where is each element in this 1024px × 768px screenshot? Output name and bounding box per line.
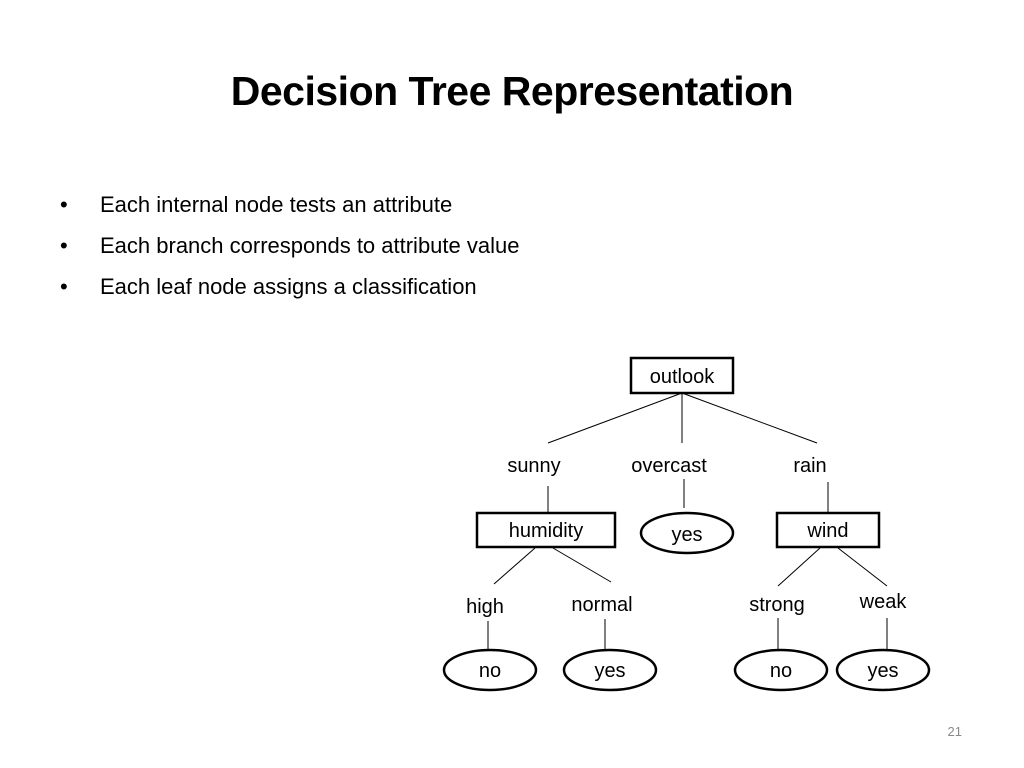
leaf-overcast-label: yes xyxy=(671,524,702,546)
branch-label-weak: weak xyxy=(859,591,908,613)
bullet-list: Each internal node tests an attribute Ea… xyxy=(60,184,519,307)
node-wind: wind xyxy=(775,511,881,549)
edge-humidity-normal xyxy=(552,547,612,583)
bullet-item: Each branch corresponds to attribute val… xyxy=(60,225,519,266)
branch-label-normal: normal xyxy=(571,594,632,616)
node-outlook: outlook xyxy=(629,356,735,395)
leaf-strong-label: no xyxy=(770,660,792,682)
branch-label-overcast: overcast xyxy=(631,455,707,477)
leaf-overcast-yes: yes xyxy=(639,511,735,555)
branch-label-rain: rain xyxy=(793,455,826,477)
node-humidity-label: humidity xyxy=(509,520,583,542)
edge-wind-strong xyxy=(777,547,821,587)
leaf-weak-yes: yes xyxy=(835,648,931,692)
leaf-high-label: no xyxy=(479,660,501,682)
branch-label-sunny: sunny xyxy=(507,455,560,477)
edge-humidity-high xyxy=(493,547,536,585)
leaf-strong-no: no xyxy=(733,648,829,692)
tree-edges xyxy=(487,392,888,649)
leaf-high-no: no xyxy=(442,648,538,692)
leaf-normal-label: yes xyxy=(594,660,625,682)
node-humidity: humidity xyxy=(475,511,617,549)
bullet-item: Each internal node tests an attribute xyxy=(60,184,519,225)
node-outlook-label: outlook xyxy=(650,366,715,388)
leaf-weak-label: yes xyxy=(867,660,898,682)
edge-wind-weak xyxy=(837,547,888,587)
slide-number: 21 xyxy=(947,724,962,739)
edge-outlook-sunny xyxy=(547,392,683,444)
node-wind-label: wind xyxy=(806,520,848,542)
branch-label-strong: strong xyxy=(749,594,805,616)
leaf-normal-yes: yes xyxy=(562,648,658,692)
bullet-item: Each leaf node assigns a classification xyxy=(60,266,519,307)
slide-title: Decision Tree Representation xyxy=(230,68,794,114)
branch-label-high: high xyxy=(466,596,504,618)
edge-outlook-rain xyxy=(681,392,818,444)
